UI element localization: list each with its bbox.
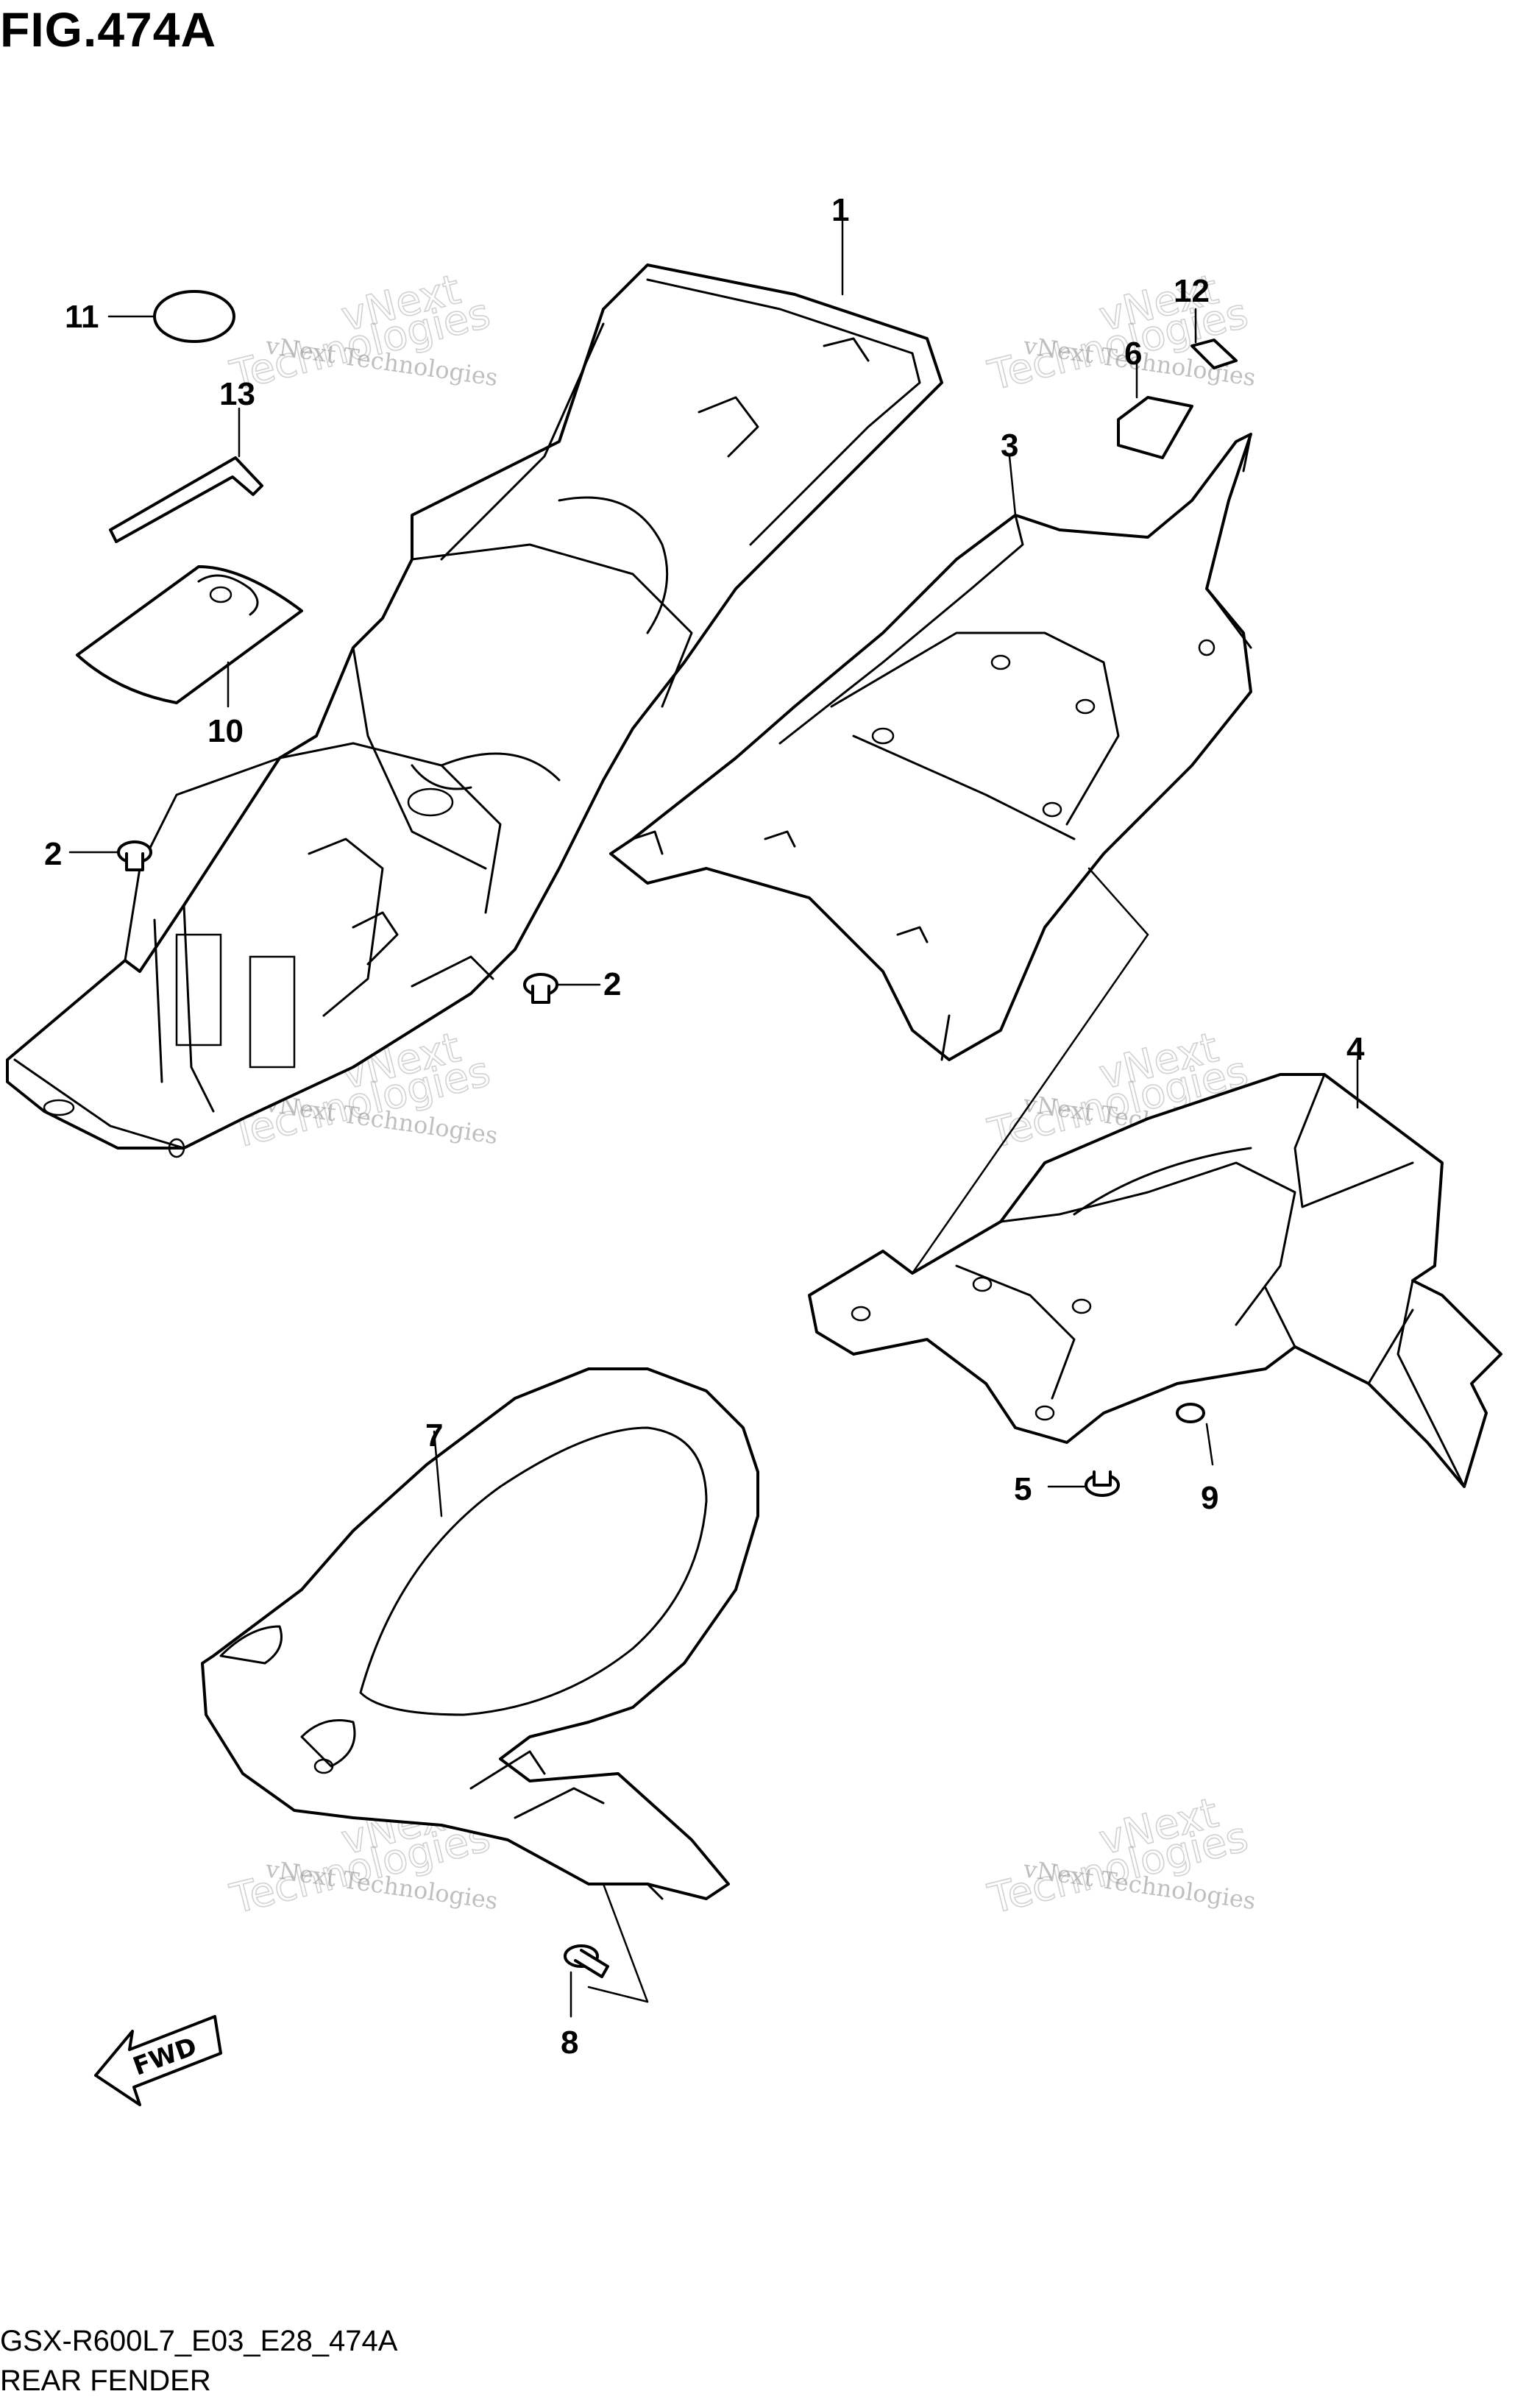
part-3-inner-fender	[609, 433, 1252, 1275]
part-10-tool-pad	[76, 565, 303, 708]
part-11-o-ring	[107, 290, 235, 343]
part-12-clip	[1190, 308, 1238, 369]
part-9-washer	[1176, 1403, 1214, 1466]
fwd-direction-arrow: FWD	[94, 2015, 222, 2106]
part-4-license-bracket	[808, 1058, 1502, 1488]
callout-13: 13	[219, 376, 255, 412]
watermark-bottom-right: vNext Technologies vNext Technologies	[983, 1788, 1257, 1924]
part-13-hex-wrench	[109, 407, 263, 543]
part-2-bolt-right	[523, 973, 601, 1004]
callout-3: 3	[1001, 428, 1018, 464]
callout-5: 5	[1014, 1471, 1032, 1507]
part-2-bolt-left	[68, 840, 152, 871]
callout-10: 10	[207, 713, 244, 749]
watermark-top-left: vNext Technologies vNext Technologies	[225, 265, 500, 400]
callout-2-left: 2	[44, 836, 62, 872]
callout-12: 12	[1174, 273, 1210, 309]
callout-1: 1	[831, 192, 849, 228]
callout-6: 6	[1124, 336, 1142, 372]
figure-code: GSX-R600L7_E03_E28_474A	[0, 2325, 398, 2357]
figure-title: FIG.474A	[0, 2, 217, 57]
callout-4: 4	[1346, 1031, 1365, 1067]
callout-8: 8	[561, 2025, 578, 2061]
callout-11: 11	[65, 299, 99, 335]
part-1-rear-fender-undertray	[6, 219, 943, 1158]
watermark-top-right: vNext Technologies vNext Technologies	[983, 265, 1257, 400]
callout-2-right: 2	[603, 966, 621, 1002]
part-5-bolt	[1047, 1470, 1120, 1497]
callout-9: 9	[1201, 1480, 1218, 1516]
callout-7: 7	[425, 1417, 443, 1453]
part-6-pad	[1117, 359, 1193, 459]
part-7-front-fender	[201, 1367, 759, 2003]
figure-name: REAR FENDER	[0, 2365, 211, 2397]
part-8-bolt	[564, 1944, 609, 2018]
